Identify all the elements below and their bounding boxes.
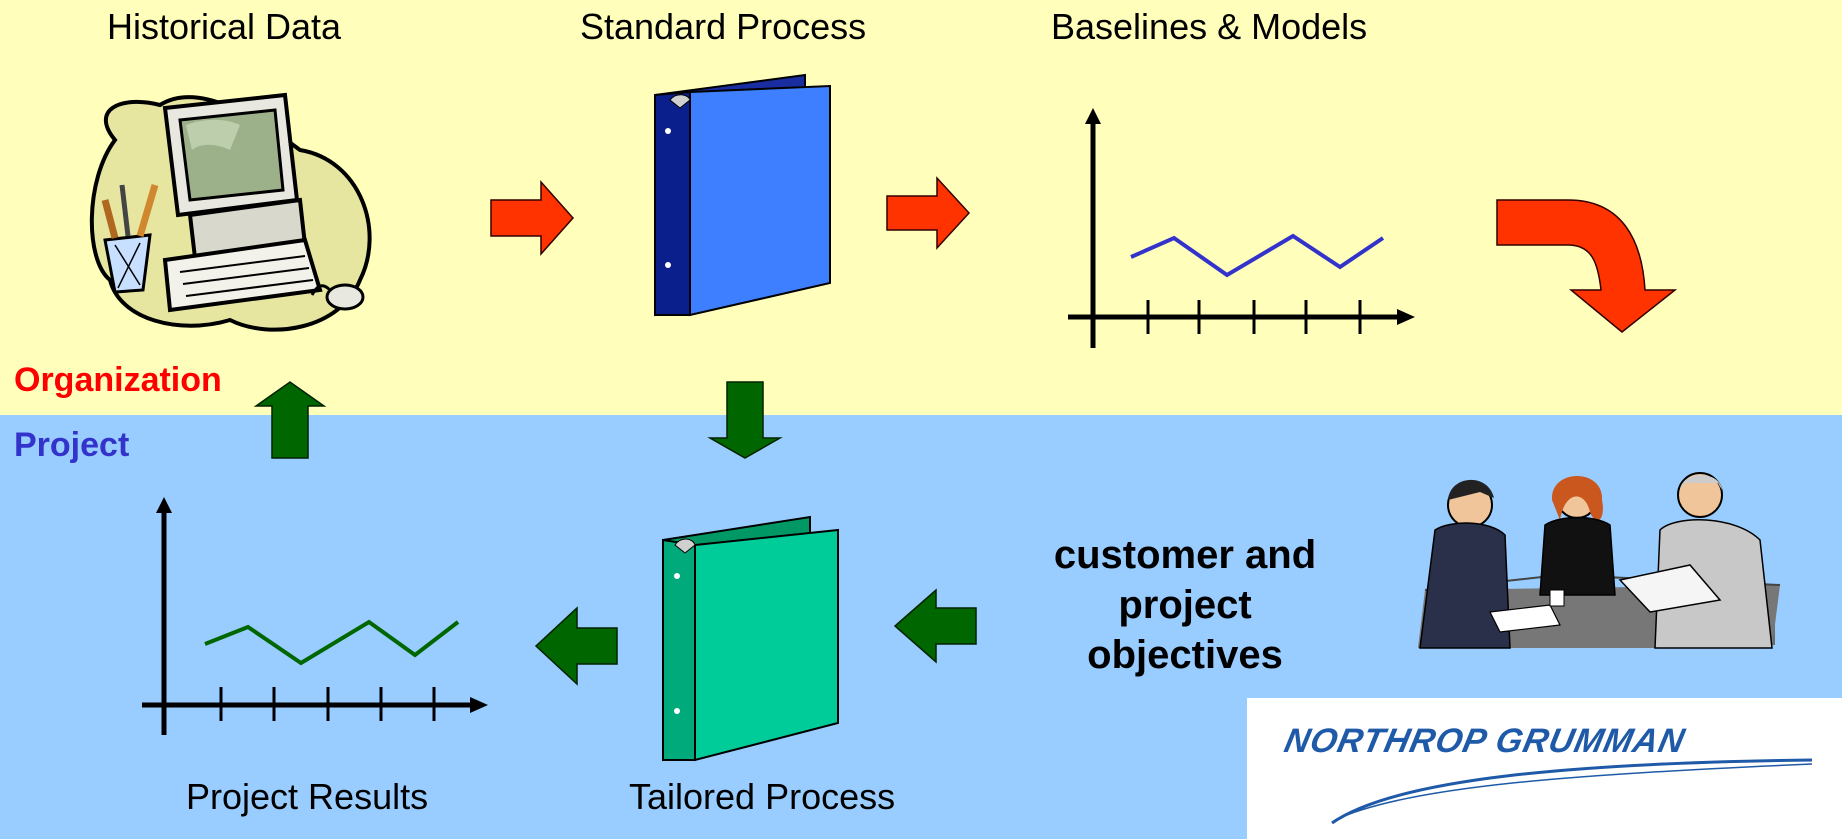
label-baselines-models: Baselines & Models	[1051, 6, 1368, 47]
zone-label-project: Project	[14, 426, 130, 464]
arrow-up-to-organization	[253, 381, 327, 459]
objectives-text: customer and project objectives	[1030, 530, 1340, 680]
people-meeting-icon	[1418, 472, 1781, 649]
arrow-right-to-baselines	[886, 176, 971, 250]
zone-label-organization: Organization	[14, 361, 222, 399]
label-project-results: Project Results	[186, 776, 429, 817]
arrow-down-to-tailored	[707, 381, 783, 459]
objectives-line-3: objectives	[1087, 633, 1283, 677]
arrow-curved-down	[1496, 199, 1678, 333]
computer-icon	[89, 92, 372, 332]
blue-binder-icon	[654, 73, 831, 317]
label-tailored-process: Tailored Process	[629, 776, 896, 817]
green-binder-icon	[662, 515, 839, 762]
label-historical-data: Historical Data	[107, 6, 342, 47]
arrow-left-to-results	[534, 606, 618, 686]
project-results-chart	[142, 497, 488, 735]
objectives-line-2: project	[1118, 583, 1252, 627]
arrow-left-to-tailored	[893, 588, 977, 664]
northrop-grumman-logo: NORTHROP GRUMMAN	[1247, 698, 1842, 839]
logo-swoosh	[1331, 758, 1813, 825]
label-standard-process: Standard Process	[580, 6, 867, 47]
arrow-right-to-standard	[490, 180, 575, 256]
objectives-line-1: customer and	[1053, 533, 1317, 577]
baselines-chart	[1068, 108, 1415, 348]
